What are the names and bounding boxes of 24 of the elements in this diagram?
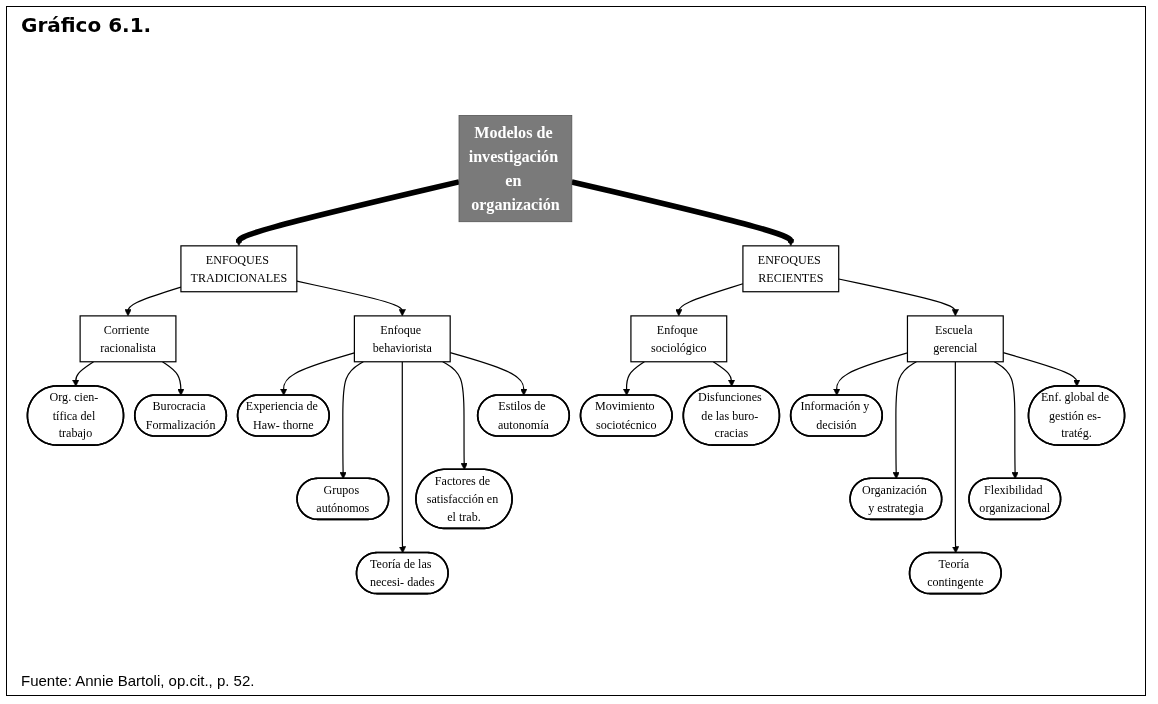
arrow: [571, 179, 795, 247]
arrow: [892, 361, 917, 479]
arrow: [993, 361, 1019, 479]
arrow: [339, 361, 364, 479]
arrow: [72, 361, 95, 387]
node-box: Escuela gerencial: [906, 315, 1004, 363]
node-box: ENFOQUES TRADICIONALES: [180, 245, 298, 293]
node-box: Corriente racionalista: [79, 315, 177, 363]
arrow: [161, 361, 185, 396]
arrow: [280, 352, 355, 396]
arrow: [712, 361, 736, 387]
arrow: [838, 278, 959, 317]
arrow: [442, 361, 468, 470]
node-box: Enfoque behaviorista: [353, 315, 451, 363]
arrow: [235, 179, 460, 247]
node-box: ENFOQUES RECIENTES: [742, 245, 840, 293]
node-box: Modelos de investigación en organización: [458, 115, 573, 223]
node-box: Enfoque sociológico: [630, 315, 728, 363]
figure-title: Gráfico 6.1.: [21, 13, 152, 37]
source-caption: Fuente: Annie Bartoli, op.cit., p. 52.: [21, 672, 255, 689]
arrow: [623, 361, 645, 396]
arrow: [296, 280, 406, 317]
arrow: [398, 361, 406, 554]
arrow: [952, 361, 960, 554]
